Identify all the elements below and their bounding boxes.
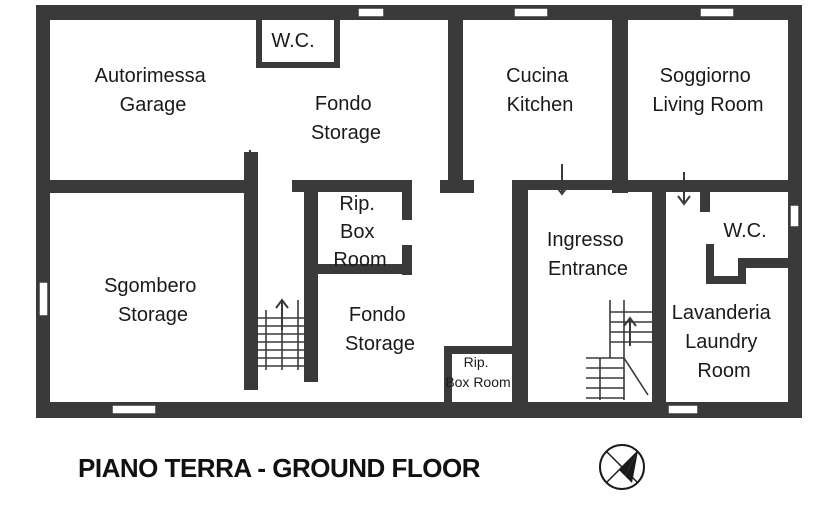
door-arrow xyxy=(555,185,569,196)
room-label-laundry: Lavanderia Laundry Room xyxy=(672,302,777,382)
wall xyxy=(512,180,528,412)
wall xyxy=(444,346,516,354)
room-label-fondo-upper: Fondo Storage xyxy=(311,93,381,144)
wall xyxy=(256,18,262,66)
wall xyxy=(444,346,452,404)
window xyxy=(111,404,157,415)
wall xyxy=(706,276,746,284)
wall xyxy=(402,245,412,275)
wall xyxy=(512,180,622,190)
wall xyxy=(402,180,412,220)
staircase-right xyxy=(586,300,652,400)
interior-walls xyxy=(36,5,792,412)
wall xyxy=(700,180,710,212)
door-arrow xyxy=(677,195,691,206)
wall xyxy=(36,180,258,193)
room-label-kitchen: Cucina Kitchen xyxy=(506,65,574,116)
wall xyxy=(738,258,792,268)
room-label-rip-box-small: Rip. Box Room xyxy=(445,354,510,390)
staircase-left xyxy=(258,300,306,370)
room-label-fondo-lower: Fondo Storage xyxy=(345,304,415,355)
room-label-wc-right: W.C. xyxy=(723,220,766,242)
room-label-garage: Autorimessa Garage xyxy=(95,65,212,116)
window xyxy=(789,204,800,228)
window xyxy=(667,404,699,415)
wall xyxy=(256,62,338,68)
door-arrow xyxy=(623,316,637,327)
wall-north xyxy=(36,5,802,20)
room-label-rip-box: Rip. Box Room xyxy=(333,193,386,271)
wall-west xyxy=(36,5,50,418)
window xyxy=(699,7,735,18)
wall xyxy=(292,180,410,192)
room-label-sgombero: Sgombero Storage xyxy=(104,275,202,326)
room-label-wc-top: W.C. xyxy=(271,30,314,52)
window xyxy=(38,281,49,317)
compass-icon xyxy=(599,444,645,490)
window xyxy=(357,7,385,18)
wall xyxy=(440,180,474,193)
wall-south xyxy=(36,402,802,418)
wall xyxy=(738,258,746,284)
room-label-living: Soggiorno Living Room xyxy=(652,65,763,116)
plan-title: PIANO TERRA - GROUND FLOOR xyxy=(78,453,481,483)
wall xyxy=(334,18,340,68)
wall xyxy=(304,180,318,382)
room-labels: W.C. Autorimessa Garage Fondo Storage Cu… xyxy=(95,30,777,390)
wall xyxy=(316,264,410,274)
window xyxy=(513,7,549,18)
windows xyxy=(38,7,800,415)
wall xyxy=(244,152,258,390)
wall xyxy=(706,244,714,284)
wall xyxy=(448,5,463,183)
wall xyxy=(652,180,666,412)
room-label-entrance: Ingresso Entrance xyxy=(547,229,629,280)
